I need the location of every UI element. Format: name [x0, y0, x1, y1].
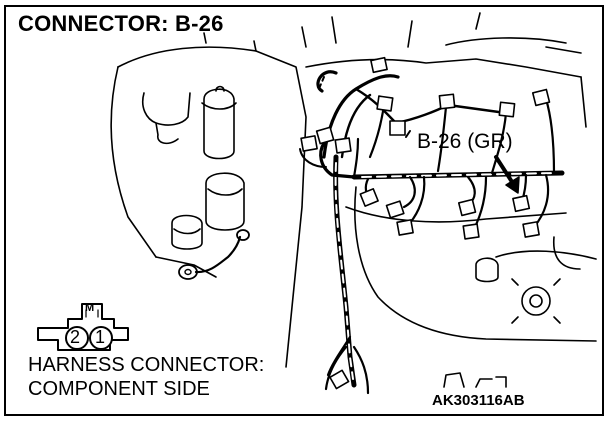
engine-components-left [141, 85, 245, 278]
connector-pin-1: 1 [95, 327, 106, 347]
engine-components-right [443, 236, 581, 388]
ground-cable [178, 229, 250, 280]
engine-bay-illustration [37, 12, 597, 395]
diagram-title: CONNECTOR: B-26 [18, 11, 224, 36]
wiring-harness [299, 70, 565, 395]
connector-callout-label: B-26 (GR) [417, 130, 513, 153]
caption-line-1: HARNESS CONNECTOR: [28, 354, 265, 376]
connector-b26-block [389, 120, 406, 136]
connector-blocks [300, 56, 551, 390]
callout-arrow [405, 130, 520, 194]
figure-code: AK303116AB [432, 392, 525, 409]
connector-keyway-label: M [85, 302, 95, 314]
connector-pin-2: 2 [70, 327, 81, 347]
caption-line-2: COMPONENT SIDE [28, 378, 210, 400]
engine-body-outline [110, 12, 597, 368]
diagram-frame: M 2 1 CONNECTOR: B-26 B-26 (GR) HARNESS … [4, 5, 604, 416]
harness-connector-symbol [37, 303, 129, 351]
